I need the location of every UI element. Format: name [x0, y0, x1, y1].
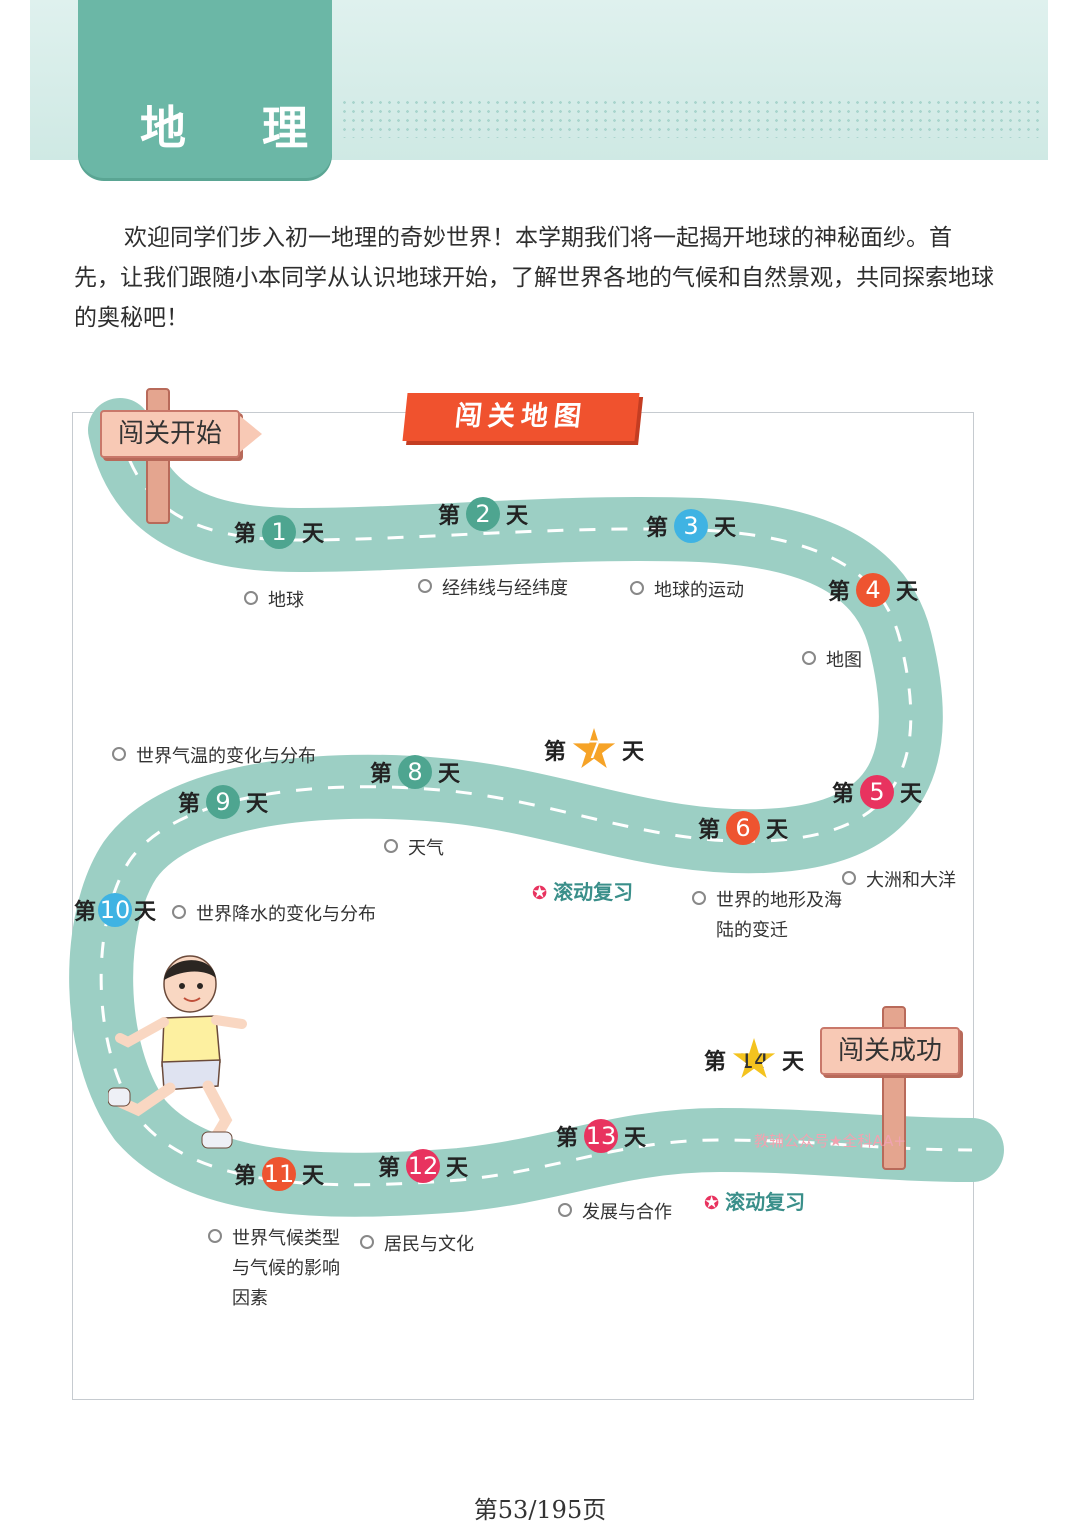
page-number: 第53/195页 — [473, 1496, 607, 1524]
topic-day-9: 世界气温的变化与分布 — [112, 742, 316, 772]
topic-day-12: 居民与文化 — [360, 1230, 474, 1260]
bullet-icon — [558, 1203, 572, 1217]
intro-paragraph: 欢迎同学们步入初一地理的奇妙世界！本学期我们将一起揭开地球的神秘面纱。首先，让我… — [74, 225, 994, 331]
day-pin: 8 — [398, 755, 433, 789]
day-pin: 3 — [674, 509, 709, 543]
bullet-icon — [384, 839, 398, 853]
medal-icon: ✪ — [704, 1193, 720, 1214]
day-pin: 6 — [726, 811, 761, 845]
bullet-icon — [418, 579, 432, 593]
topic-day-2: 经纬线与经纬度 — [418, 574, 568, 604]
bullet-icon — [692, 891, 706, 905]
subject-tab — [78, 0, 332, 178]
start-sign: 闯关开始 — [100, 410, 263, 458]
topic-day-10: 世界降水的变化与分布 — [172, 900, 376, 930]
bullet-icon — [360, 1235, 374, 1249]
bullet-icon — [172, 905, 186, 919]
topic-day-6: 世界的地形及海陆的变迁 — [692, 886, 842, 946]
topic-day-8: 天气 — [384, 834, 444, 864]
day-pin: 5 — [860, 775, 895, 809]
bullet-icon — [802, 651, 816, 665]
review-day-7: ✪滚动复习 — [532, 880, 634, 904]
topic-day-4: 地图 — [802, 646, 862, 676]
topic-day-11: 世界气候类型与气候的影响因素 — [208, 1224, 340, 1314]
day-pin: 2 — [466, 497, 501, 531]
bullet-icon — [842, 871, 856, 885]
day-pin: 12 — [406, 1149, 441, 1183]
day-pin: 11 — [262, 1157, 297, 1191]
day-star: 14 — [732, 1038, 776, 1079]
bullet-icon — [208, 1229, 222, 1243]
bullet-icon — [244, 591, 258, 605]
running-kid-illustration — [108, 955, 247, 1149]
topic-day-13: 发展与合作 — [558, 1198, 672, 1228]
day-pin: 4 — [856, 573, 891, 607]
review-day-14: ✪滚动复习 — [704, 1190, 806, 1214]
day-pin: 10 — [98, 893, 133, 927]
topic-day-3: 地球的运动 — [630, 576, 744, 606]
topic-day-1: 地球 — [244, 586, 304, 616]
watermark: 教辅公众号★全科AA+ — [754, 1132, 906, 1150]
day-pin: 9 — [206, 785, 241, 819]
bullet-icon — [112, 747, 126, 761]
subject-title: 地 理 — [140, 101, 339, 155]
end-sign: 闯关成功 — [820, 1027, 961, 1075]
day-star: 7 — [572, 728, 616, 769]
topic-day-5: 大洲和大洋 — [842, 866, 956, 896]
map-banner: 闯关地图 — [402, 393, 640, 441]
day-pin: 13 — [584, 1119, 619, 1153]
bullet-icon — [630, 581, 644, 595]
medal-icon: ✪ — [532, 883, 548, 904]
day-pin: 1 — [262, 515, 297, 549]
